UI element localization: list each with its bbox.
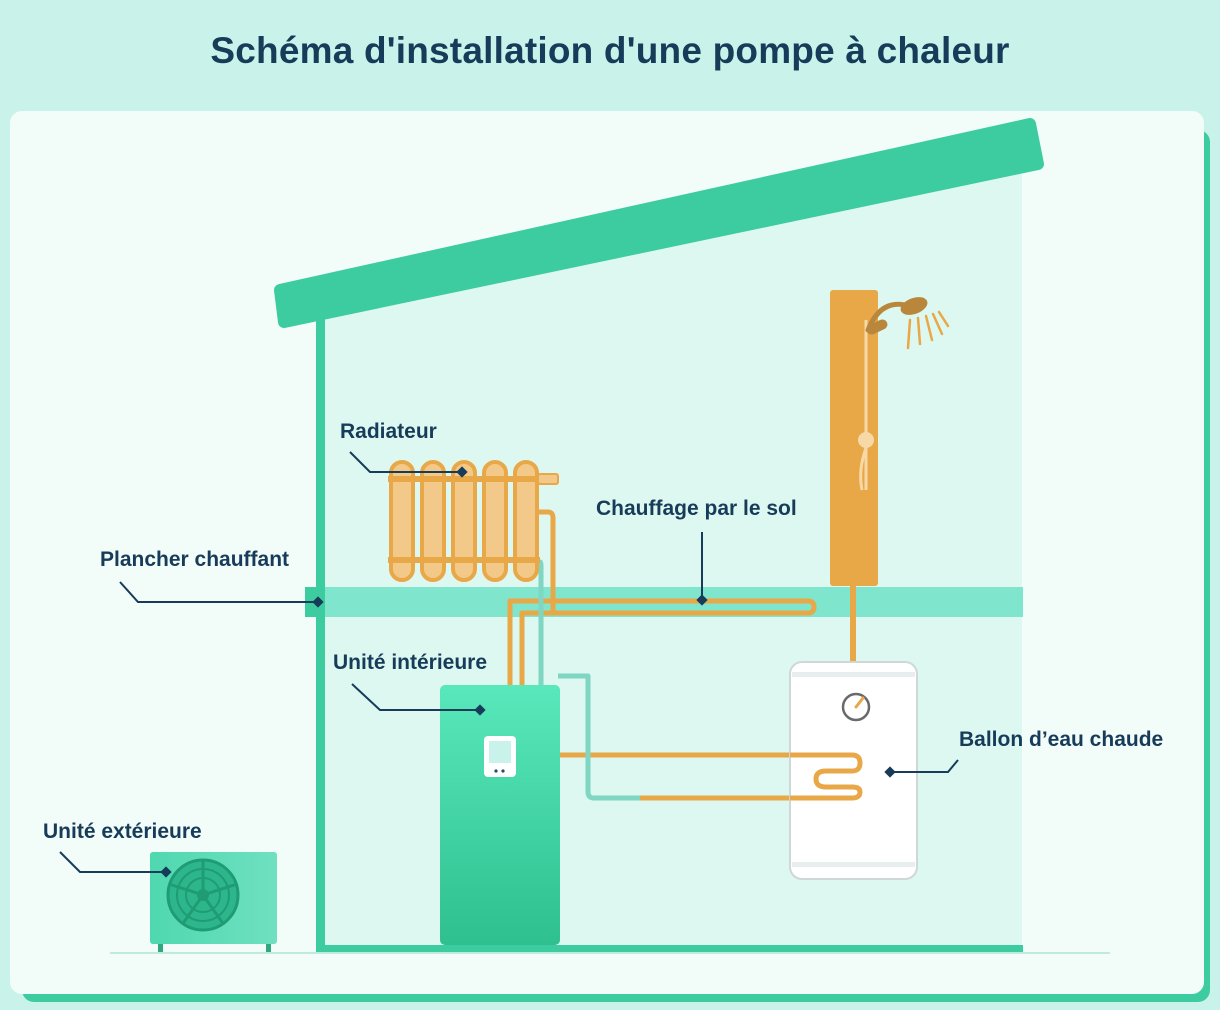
radiator-supply-pipe (535, 509, 556, 615)
underfloor-heating-pipe (507, 598, 817, 690)
outdoor-unit-foot (158, 944, 163, 952)
label-plancher-chauffant: Plancher chauffant (100, 548, 290, 571)
tank-band-bottom (792, 862, 915, 867)
leader-radiateur (349, 451, 462, 473)
shower-head (900, 297, 928, 315)
radiator-fin (451, 460, 477, 582)
radiator-fin (389, 460, 415, 582)
house-floor (316, 945, 1023, 954)
label-radiateur: Radiateur (340, 420, 437, 443)
outdoor-unit (150, 852, 277, 952)
fan-hub (197, 889, 209, 901)
shower-mixer (858, 432, 874, 448)
tank-return-pipe (558, 673, 640, 801)
diagram-title: Schéma d'installation d'une pompe à chal… (210, 30, 1010, 71)
label-ballon-eau-chaude: Ballon d’eau chaude (959, 728, 1164, 751)
leader-dots (160, 466, 896, 878)
radiator-bar-top (388, 476, 540, 482)
tank-band-top (792, 672, 915, 677)
leader-unite-interieure (351, 683, 480, 711)
radiator (388, 460, 559, 582)
leader-plancher (119, 581, 318, 603)
leader-lines (59, 451, 959, 873)
radiator-return-pipe (536, 559, 544, 690)
tank-heating-coil (790, 752, 863, 801)
leader-ballon (890, 759, 959, 773)
leader-unite-exterieure (59, 851, 166, 873)
outdoor-unit-foot (266, 944, 271, 952)
shower-handle (866, 319, 888, 335)
indoor-unit-button (501, 769, 505, 773)
indoor-unit (440, 685, 560, 945)
house-left-wall (316, 308, 325, 954)
indoor-unit-body (440, 685, 560, 945)
shower-hose (859, 447, 868, 491)
label-chauffage-sol: Chauffage par le sol (596, 497, 797, 520)
shower (830, 290, 950, 586)
label-unite-exterieure: Unité extérieure (43, 820, 202, 843)
indoor-unit-display (489, 741, 511, 763)
indoor-unit-button (494, 769, 498, 773)
label-unite-interieure: Unité intérieure (333, 651, 488, 674)
radiator-bar-bottom (388, 557, 540, 563)
radiator-valve (537, 473, 559, 485)
radiator-fin (513, 460, 539, 582)
house-roof (274, 118, 1044, 328)
radiator-fin (482, 460, 508, 582)
shower-water (906, 310, 950, 350)
tank-gauge-needle (854, 696, 865, 709)
radiator-fin (420, 460, 446, 582)
